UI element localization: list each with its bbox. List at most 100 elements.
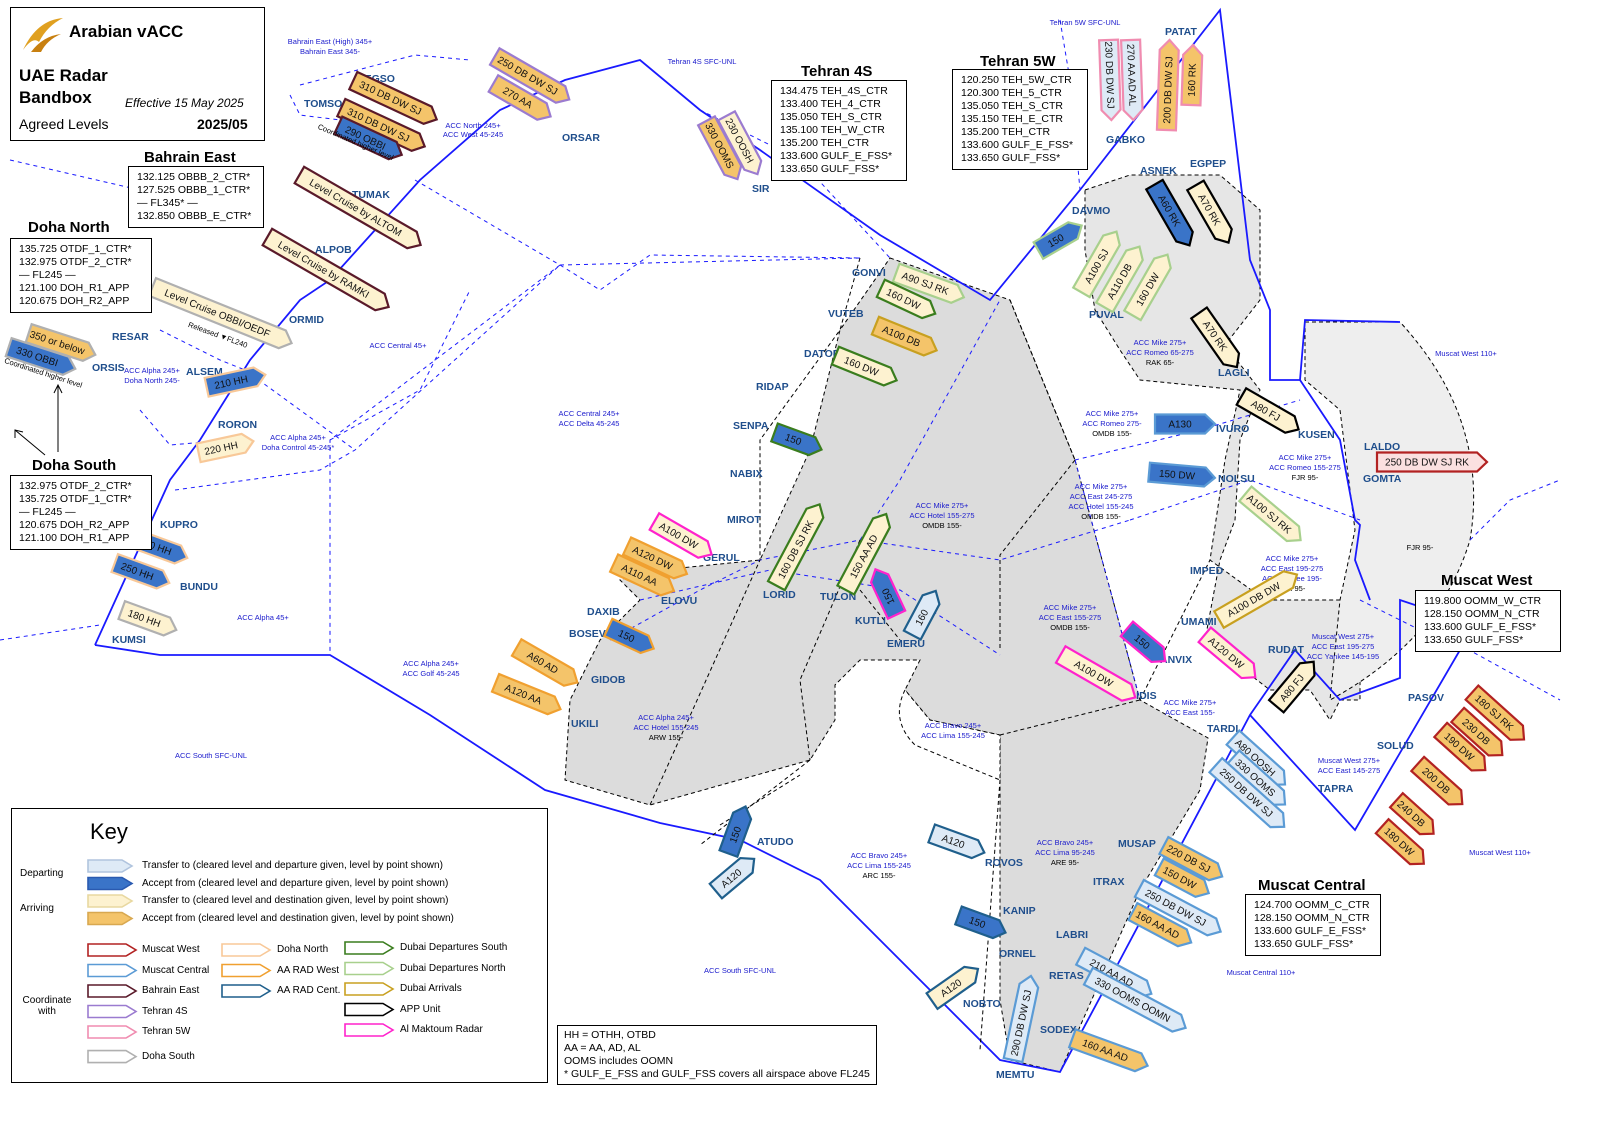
key-swatch — [87, 894, 134, 908]
sector-label: ACC East 245-275 — [1070, 492, 1133, 501]
frequency-line: 135.150 TEH_E_CTR — [961, 113, 1063, 125]
page-title-line2: Bandbox — [19, 88, 92, 107]
arrow-shape — [708, 856, 756, 900]
brand-logo — [23, 18, 63, 52]
sector-label: ACC South SFC-UNL — [175, 751, 247, 760]
arrow-shape — [648, 511, 713, 559]
arrow-shape — [869, 567, 907, 621]
transfer-arrow: 200 DB DW SJ — [1155, 38, 1180, 132]
frequency-line: 120.300 TEH_5_CTR — [961, 87, 1062, 99]
transfer-arrow: 150 — [602, 617, 656, 655]
sector-label: ACC South SFC-UNL — [704, 966, 776, 975]
arrow-shape — [608, 552, 676, 597]
sector-label: ACC Mike 275+ — [1279, 453, 1332, 462]
key-legend: Key Departing Arriving Coordinate with T… — [11, 808, 548, 1083]
key-unit-swatch — [87, 943, 138, 957]
waypoint-solud: SOLUD — [1377, 740, 1414, 752]
arrow-label: A130 — [1168, 420, 1192, 431]
waypoint-sir: SIR — [752, 183, 770, 195]
waypoint-umami: UMAMI — [1181, 616, 1217, 628]
transfer-arrow: 160 — [902, 589, 941, 642]
arrow-shape — [1157, 835, 1224, 882]
key-row-label: Accept from (cleared level and destinati… — [142, 912, 454, 924]
sector-label: ACC East 195-275 — [1312, 642, 1375, 651]
transfer-arrow: 150 — [718, 805, 753, 859]
arrow-shape — [1147, 461, 1217, 488]
sector-label: OMDB 155- — [922, 521, 962, 530]
sector-label: ACC North 245+ — [445, 121, 501, 130]
arrow-shape — [1225, 748, 1287, 806]
arrow-shape — [335, 97, 427, 153]
transfer-arrow: 230 DB DW SJ — [1097, 38, 1122, 122]
subtitle: Agreed Levels — [19, 116, 109, 132]
arrow-shape — [1133, 878, 1223, 937]
transfer-arrow: 220 HH — [195, 432, 255, 464]
frequency-line: 135.200 TEH_CTR — [780, 137, 870, 149]
waypoint-laldo: LALDO — [1364, 441, 1400, 453]
arrow-label: 270 AA AD AL — [1124, 44, 1137, 107]
transfer-arrow: A120 — [927, 823, 986, 860]
waypoint-tapra: TAPRA — [1318, 783, 1354, 795]
arrow-shape — [1155, 38, 1180, 132]
waypoint-pasov: PASOV — [1408, 692, 1444, 704]
sector-label: ACC Alpha 245+ — [403, 659, 459, 668]
waypoint-lorid: LORID — [763, 589, 796, 601]
sector-label: ACC Romeo 65-275 — [1126, 348, 1194, 357]
transfer-arrow: 160 DW — [830, 345, 899, 387]
arrow-shape — [1144, 178, 1194, 247]
arrow-shape — [261, 227, 391, 312]
key-departing-label: Departing — [20, 868, 64, 879]
key-unit-label: Al Maktoum Radar — [400, 1024, 483, 1035]
sector-label: ACC Central 245+ — [558, 409, 620, 418]
waypoint-tardi: TARDI — [1207, 723, 1238, 735]
arrow-shape — [1207, 756, 1286, 829]
bahrain-east-title: Bahrain East — [144, 149, 236, 166]
sector-label: ACC Hotel 155-275 — [909, 511, 974, 520]
waypoint-mirot: MIROT — [727, 514, 761, 526]
arrow-shape — [117, 599, 178, 637]
sector-label: Muscat Central 110+ — [1227, 968, 1296, 977]
key-unit-swatch — [87, 963, 138, 978]
arrow-shape — [870, 315, 939, 357]
waypoint-resar: RESAR — [112, 331, 149, 343]
key-unit-label: Doha South — [142, 1050, 195, 1062]
arrow-shape — [1002, 974, 1040, 1064]
sector-label: ACC Bravo 245+ — [1037, 838, 1094, 847]
waypoint-roron: RORON — [218, 419, 257, 431]
waypoint-retas: RETAS — [1049, 970, 1084, 982]
frequency-line: 135.100 TEH_W_CTR — [780, 124, 885, 136]
frequency-line: — FL245 — — [19, 506, 76, 518]
doha-north-title: Doha North — [28, 219, 110, 236]
frequency-line: 134.475 TEH_4S_CTR — [780, 85, 888, 97]
brand-name: Arabian vACC — [69, 22, 184, 41]
arrow-shape — [1119, 38, 1144, 122]
sector-label: ACC Lima 155-245 — [847, 861, 911, 870]
key-swatch — [87, 876, 134, 891]
waypoint-ridap: RIDAP — [756, 381, 789, 393]
sector-label: Muscat West 275+ — [1312, 632, 1375, 641]
waypoint-lagli: LAGLI — [1218, 367, 1250, 379]
bahrain-east-freq-box: 132.125 OBBB_2_CTR*127.525 OBBB_1_CTR*— … — [128, 166, 264, 228]
key-unit-label: Dubai Departures North — [400, 962, 506, 974]
arrow-shape — [1153, 413, 1217, 435]
sector-label: OMDB 155- — [1081, 512, 1121, 521]
waypoint-asnek: ASNEK — [1140, 165, 1177, 177]
sector-label: ACC Mike 275+ — [1086, 409, 1139, 418]
waypoint-orsis: ORSIS — [92, 362, 125, 374]
arrow-shape — [716, 109, 763, 176]
waypoint-nobto: NOBTO — [963, 998, 1001, 1010]
key-unit-swatch — [221, 943, 272, 957]
sector-label: ACC Mike 275+ — [916, 501, 969, 510]
waypoint-ivuro: IVURO — [1216, 423, 1249, 435]
arrow-shape — [510, 637, 579, 687]
waypoint-musap: MUSAP — [1118, 838, 1156, 850]
arrow-shape — [110, 552, 171, 590]
arrow-shape — [925, 965, 980, 1011]
key-unit-swatch — [344, 941, 395, 955]
transfer-arrow: Level Cruise by RAMKI — [261, 227, 391, 312]
muscat-west-title: Muscat West — [1441, 572, 1533, 589]
